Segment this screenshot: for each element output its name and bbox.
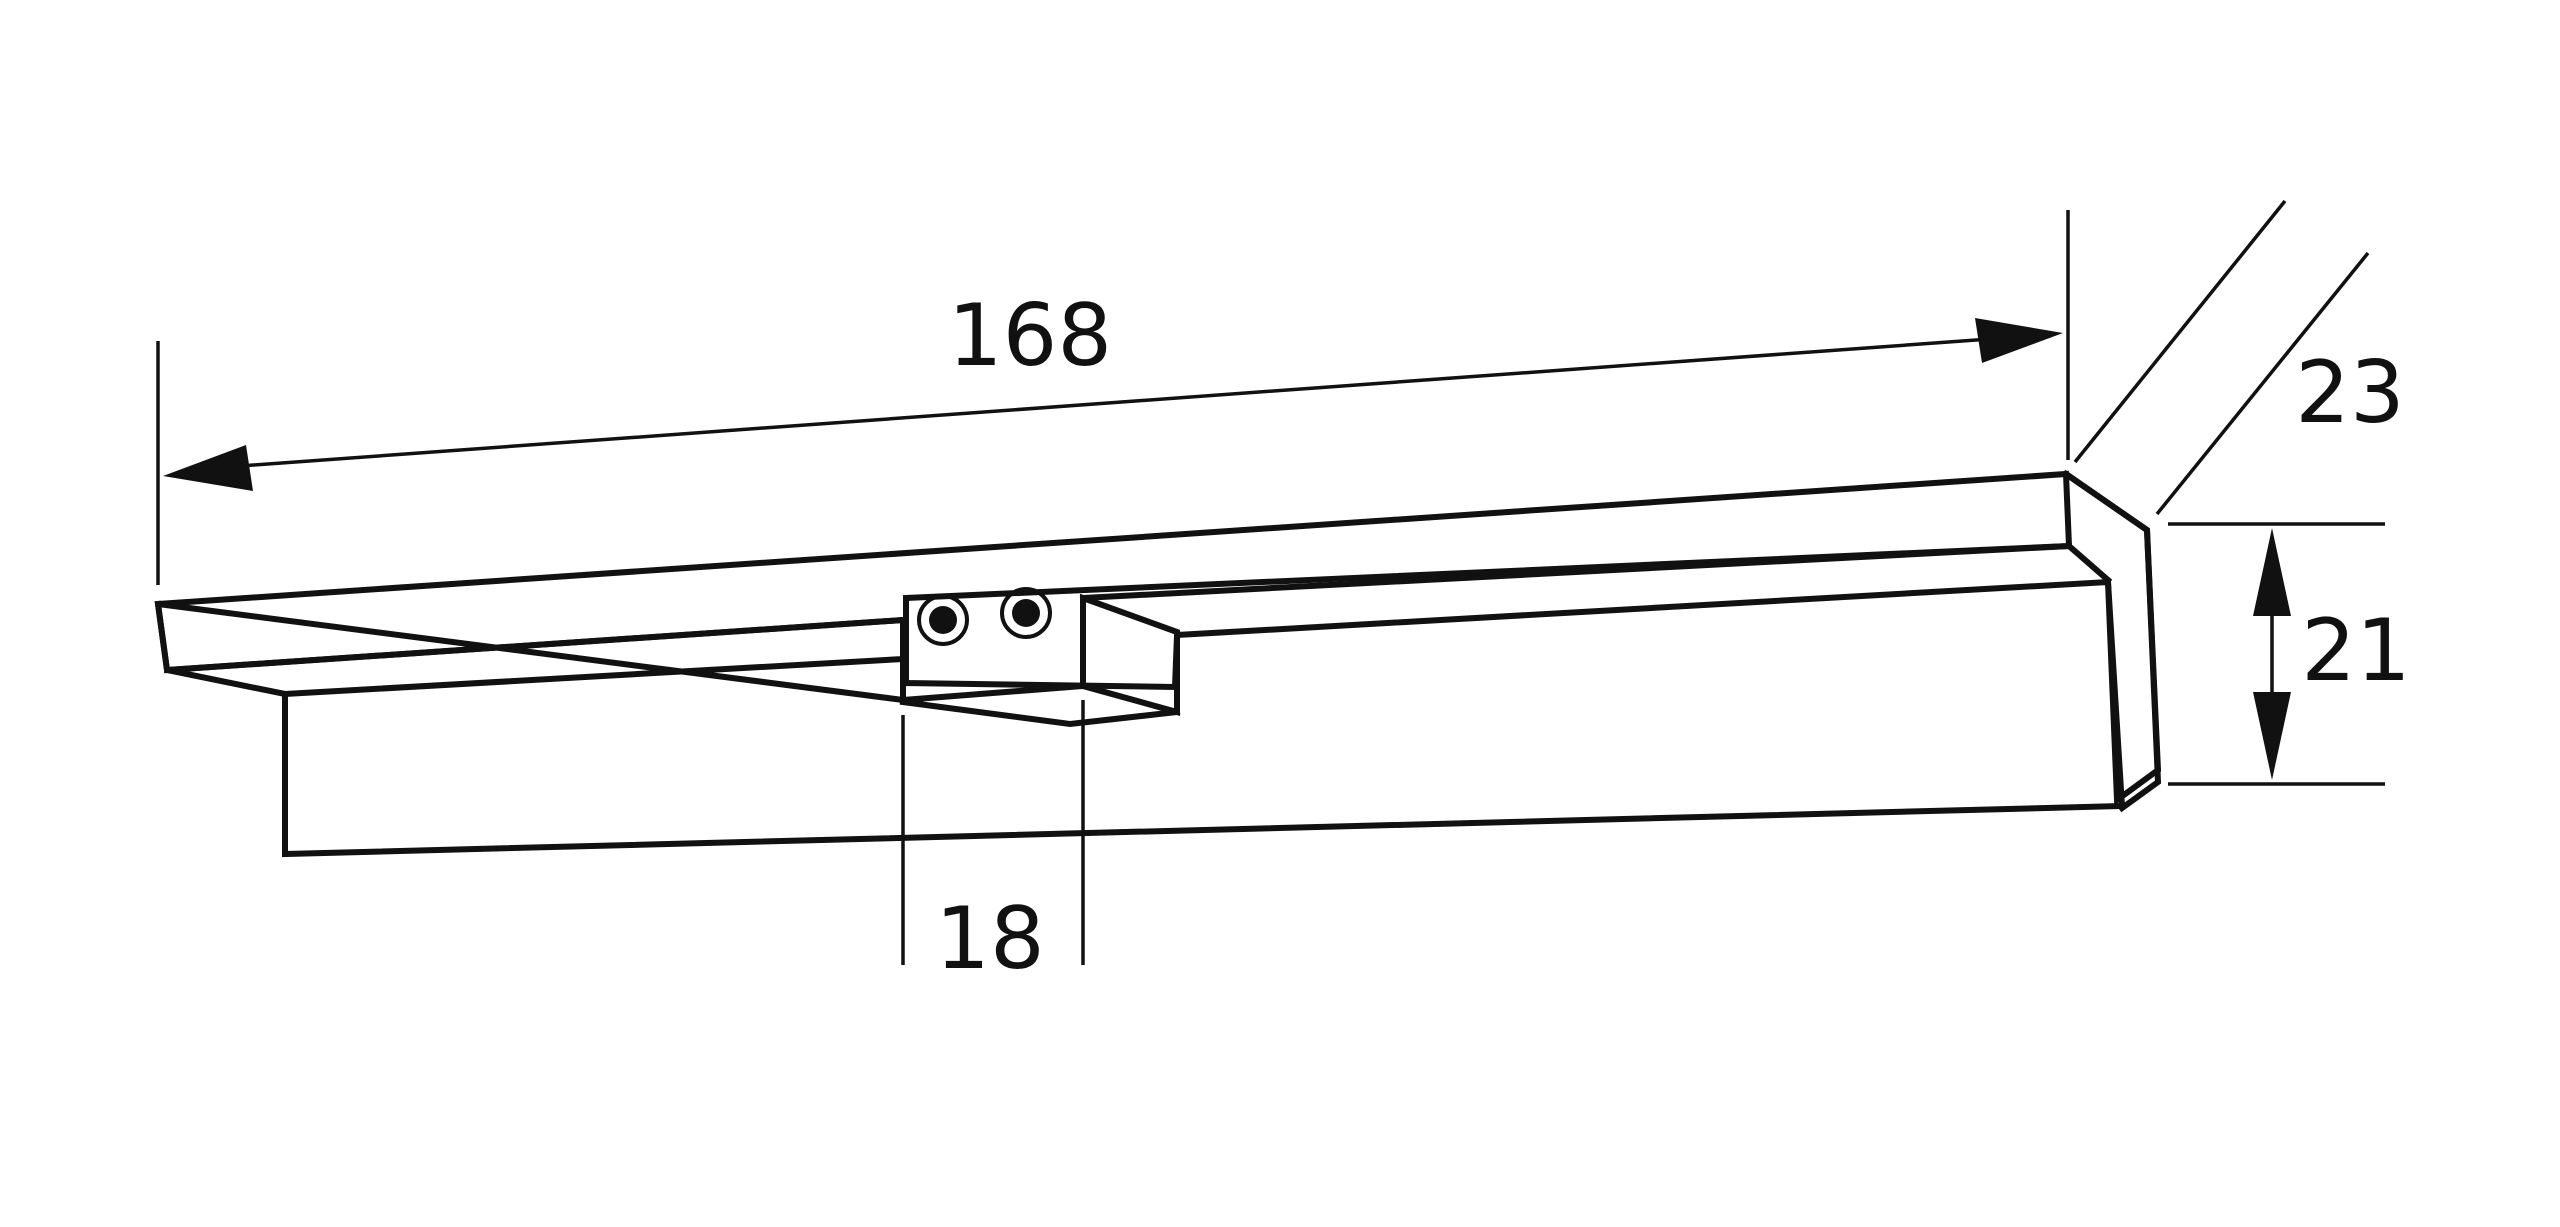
dimension-height: 21: [2168, 522, 2411, 786]
front-face: [282, 578, 2126, 858]
top-face: [154, 470, 2162, 806]
arrow-down-icon: [2253, 692, 2291, 780]
depth-label: 23: [2295, 343, 2404, 443]
right-end-cap: [2061, 469, 2162, 813]
depth-line-back: [2155, 251, 2370, 516]
arrow-right-icon: [1975, 318, 2063, 363]
top-bar-left: [154, 600, 906, 698]
hole-right: [1012, 599, 1040, 627]
cutout-label: 18: [935, 889, 1044, 989]
hole-ring-left: [917, 594, 969, 646]
dimension-cutout: 18: [901, 700, 1085, 989]
arrow-left-icon: [163, 445, 253, 491]
right-inner-edge: [2064, 541, 2113, 585]
inner-ledge: [1079, 542, 2073, 602]
dimension-length: 168: [156, 210, 2070, 585]
depth-line-front: [2073, 199, 2287, 464]
arrow-up-icon: [2253, 528, 2291, 616]
cutout-bottom: [899, 698, 1181, 728]
dimension-depth: 23: [2073, 199, 2405, 516]
mounting-holes: [917, 587, 1052, 646]
profile-body: [154, 469, 2162, 858]
length-label: 168: [948, 286, 1112, 386]
height-label: 21: [2301, 601, 2410, 701]
dimension-line-length: [239, 337, 1991, 468]
hole-left: [929, 606, 957, 634]
hole-ring-right: [1000, 587, 1052, 639]
